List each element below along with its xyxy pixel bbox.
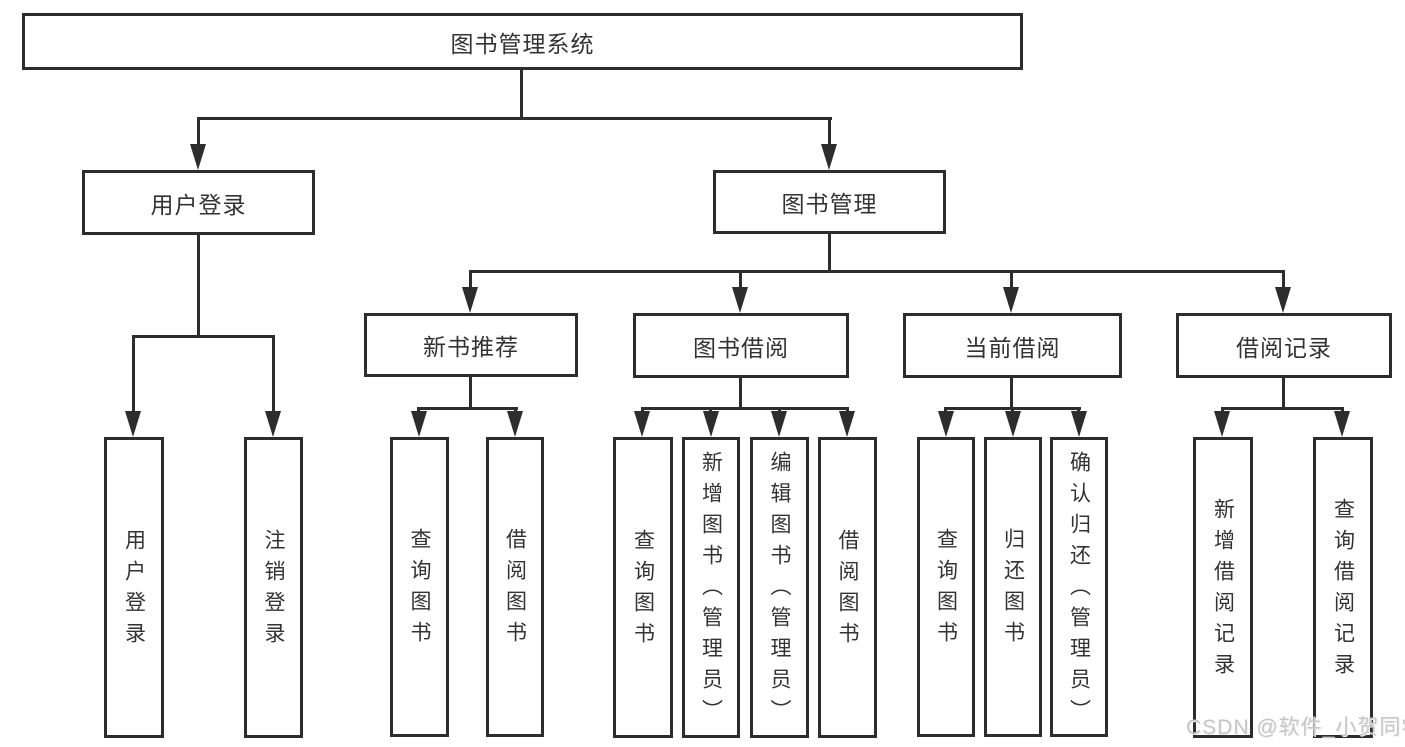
leaf-cb-query-books: 查询图书 <box>917 437 975 737</box>
arrow-down-bb-child3-icon <box>771 411 787 437</box>
node-current-borrow: 当前借阅 <box>903 313 1122 378</box>
arrow-down-bb-icon <box>732 287 748 313</box>
arrow-down-leaf-login-icon <box>125 411 141 437</box>
leaf-br-query-record: 查询借阅记录 <box>1313 437 1373 738</box>
connector-root-stem <box>520 68 523 118</box>
connector-to-book-mgmt-stem <box>828 117 831 149</box>
arrow-down-cb-child2-icon <box>1005 411 1021 437</box>
connector-bb-stem <box>739 377 742 409</box>
connector-to-nbr-stem <box>469 270 472 292</box>
leaf-user-login: 用户登录 <box>104 437 164 738</box>
leaf-nbr-borrow-books: 借阅图书 <box>486 437 544 737</box>
connector-user-login-stem <box>197 234 200 337</box>
arrow-down-leaf-logout-icon <box>265 411 281 437</box>
node-root-library-system: 图书管理系统 <box>22 13 1023 70</box>
leaf-bb-edit-books-admin: 编辑图书（管理员） <box>750 437 809 738</box>
connector-root-branch-line <box>197 117 832 120</box>
arrow-down-cb-child3-icon <box>1071 411 1087 437</box>
leaf-bb-query-books: 查询图书 <box>613 437 673 738</box>
connector-to-cb-stem <box>1010 270 1013 292</box>
connector-book-mgmt-stem <box>828 233 831 273</box>
node-book-management-branch: 图书管理 <box>713 170 946 234</box>
arrow-down-bb-child4-icon <box>839 411 855 437</box>
csdn-watermark: CSDN @软件_小贺同学 <box>1186 716 1405 739</box>
connector-book-mgmt-branch-line <box>469 270 1285 273</box>
arrow-down-br-child2-icon <box>1334 411 1350 437</box>
connector-cb-stem <box>1010 377 1013 409</box>
arrow-down-cb-icon <box>1003 287 1019 313</box>
arrow-down-bb-child2-icon <box>703 411 719 437</box>
node-user-login-branch: 用户登录 <box>82 170 315 235</box>
connector-to-br-stem <box>1282 270 1285 292</box>
arrow-down-user-login-icon <box>190 144 206 170</box>
connector-user-login-branch-line <box>132 335 275 338</box>
leaf-bb-borrow-books: 借阅图书 <box>818 437 877 738</box>
arrow-down-nbr-child2-icon <box>507 411 523 437</box>
connector-br-branch-line <box>1221 407 1344 410</box>
leaf-nbr-query-books: 查询图书 <box>390 437 449 737</box>
arrow-down-bb-child1-icon <box>634 411 650 437</box>
arrow-down-nbr-icon <box>462 287 478 313</box>
node-borrow-records: 借阅记录 <box>1176 313 1392 378</box>
connector-to-user-login-stem <box>197 117 200 149</box>
node-new-book-recommend: 新书推荐 <box>364 313 578 377</box>
arrow-down-cb-child1-icon <box>938 411 954 437</box>
leaf-br-add-record: 新增借阅记录 <box>1193 437 1253 738</box>
connector-nbr-branch-line <box>417 407 518 410</box>
arrow-down-br-icon <box>1275 287 1291 313</box>
leaf-cb-return-books: 归还图书 <box>984 437 1042 737</box>
connector-to-leaf-logout-stem <box>272 335 275 415</box>
connector-to-leaf-login-stem <box>132 335 135 415</box>
arrow-down-book-mgmt-icon <box>821 144 837 170</box>
connector-bb-branch-line <box>641 407 848 410</box>
leaf-logout: 注销登录 <box>244 437 303 738</box>
arrow-down-nbr-child1-icon <box>411 411 427 437</box>
connector-to-bb-stem <box>739 270 742 292</box>
connector-nbr-stem <box>469 377 472 409</box>
connector-br-stem <box>1282 377 1285 409</box>
arrow-down-br-child1-icon <box>1214 411 1230 437</box>
leaf-bb-add-books-admin: 新增图书（管理员） <box>682 437 740 738</box>
node-book-borrow: 图书借阅 <box>633 313 849 378</box>
leaf-cb-confirm-return-admin: 确认归还（管理员） <box>1050 437 1108 737</box>
